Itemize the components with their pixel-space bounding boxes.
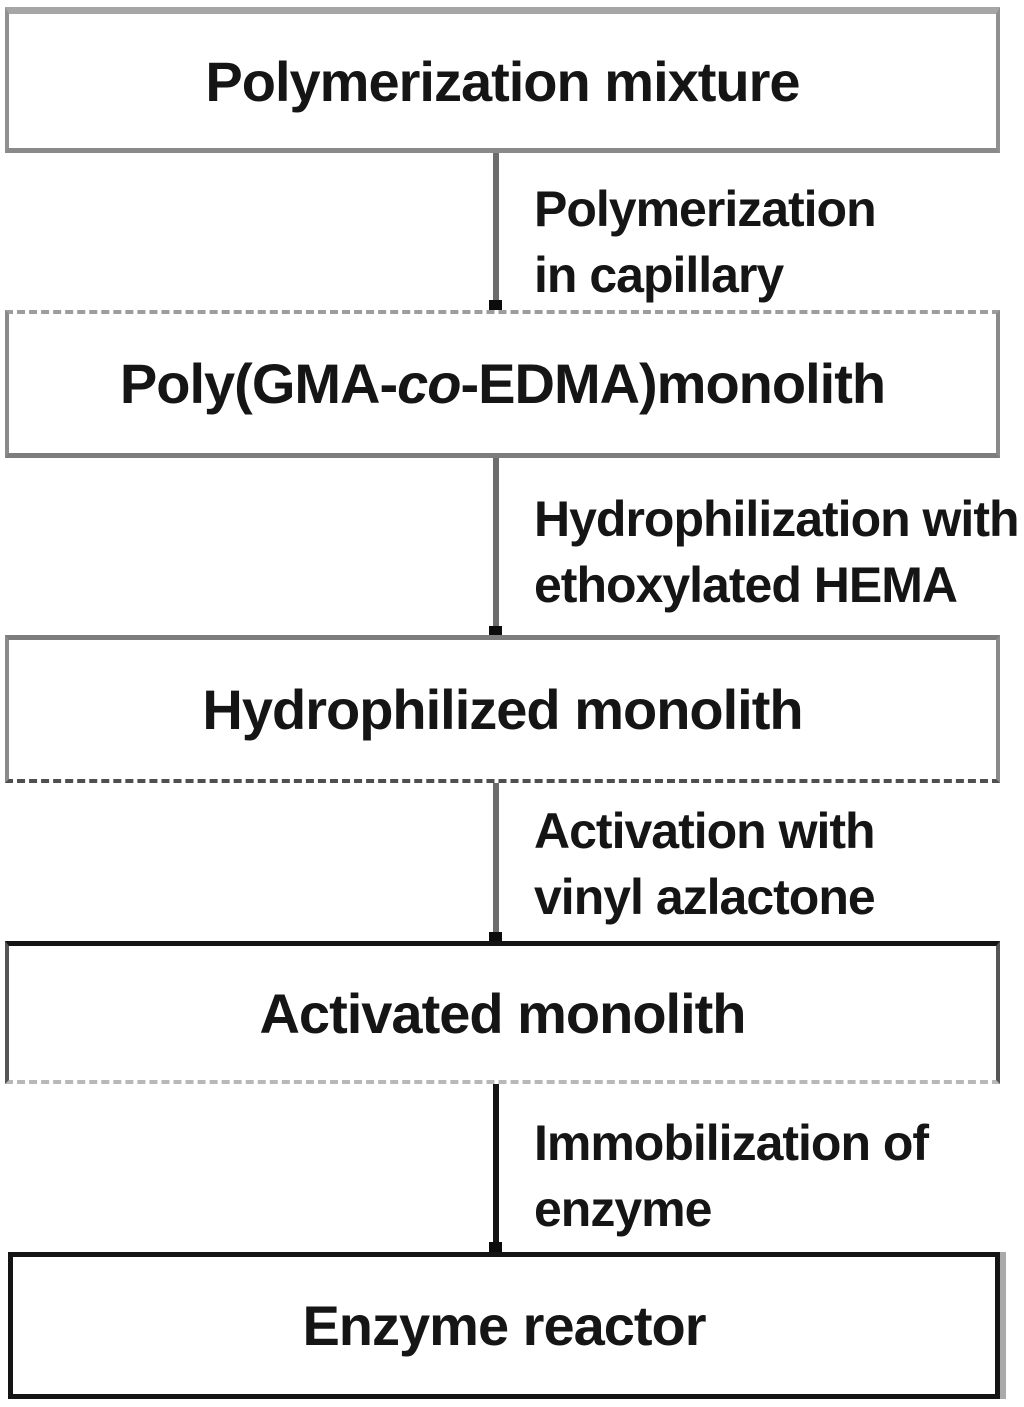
arrow-label-3-line-2: vinyl azlactone (534, 869, 876, 925)
box-title-enzyme-reactor: Enzyme reactor (302, 1294, 706, 1357)
arrow-label-hydrophilization: Hydrophilization with ethoxylated HEMA (534, 486, 1020, 618)
connector-line-1 (493, 153, 499, 313)
flow-box-polymerization-mixture: Polymerization mixture (5, 7, 1000, 153)
connector-line-3 (493, 783, 499, 944)
box-title-polymerization-mixture: Polymerization mixture (205, 49, 800, 113)
flow-box-poly-gma-co-edma-monolith: Poly(GMA-co-EDMA)monolith (5, 310, 1000, 458)
connector-end-tick-4 (489, 1242, 502, 1255)
flow-box-activated-monolith: Activated monolith (5, 941, 1000, 1084)
flow-box-enzyme-reactor: Enzyme reactor (8, 1252, 1000, 1399)
box-title-hydrophilized-monolith: Hydrophilized monolith (202, 678, 803, 741)
flow-box-hydrophilized-monolith: Hydrophilized monolith (5, 635, 1000, 783)
box-title-2-italic-co: co (397, 352, 461, 415)
arrow-label-2-line-2: ethoxylated HEMA (534, 557, 958, 613)
arrow-label-immobilization: Immobilization of enzyme (534, 1110, 929, 1242)
connector-end-tick-1 (489, 300, 502, 313)
arrow-label-2-line-1: Hydrophilization with (534, 491, 1020, 547)
arrow-label-3-line-1: Activation with (534, 803, 876, 859)
arrow-label-1-line-1: Polymerization (534, 181, 877, 237)
box-title-2-prefix: Poly(GMA- (119, 352, 398, 415)
arrow-label-activation: Activation with vinyl azlactone (534, 798, 876, 930)
box-title-activated-monolith: Activated monolith (259, 981, 746, 1045)
connector-line-4 (493, 1084, 499, 1255)
connector-line-2 (493, 458, 499, 638)
arrow-label-4-line-2: enzyme (534, 1181, 712, 1237)
arrow-label-polymerization-in-capillary: Polymerization in capillary (534, 176, 877, 308)
box-title-poly-gma-co-edma-monolith: Poly(GMA-co-EDMA)monolith (119, 351, 887, 416)
box-title-2-suffix: -EDMA)monolith (460, 352, 887, 415)
arrow-label-4-line-1: Immobilization of (534, 1115, 929, 1171)
arrow-label-1-line-2: in capillary (534, 247, 784, 303)
